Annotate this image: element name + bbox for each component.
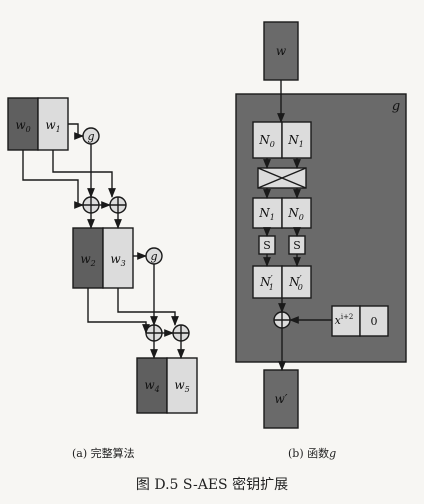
w1-sub: 1 xyxy=(56,125,61,134)
function-g-panel xyxy=(235,21,407,429)
caption-right: (b) 函数g xyxy=(288,445,336,461)
svg-text:N1: N1 xyxy=(287,133,304,149)
w0-sub: 0 xyxy=(26,125,31,134)
svg-text:w2: w2 xyxy=(80,252,95,268)
input-w-label: w xyxy=(276,44,287,58)
n0p-sub: 0 xyxy=(298,283,303,292)
g-label-1: g xyxy=(87,130,94,143)
caption-right-g: g xyxy=(329,447,337,460)
n1-sub: 1 xyxy=(299,140,304,149)
n1-label: N xyxy=(287,133,299,147)
n1p-label: N xyxy=(259,275,271,289)
caption-left: (a) 完整算法 xyxy=(72,447,135,460)
g-label-2: g xyxy=(150,250,157,263)
output-w-label: w′ xyxy=(275,392,288,406)
svg-text:N1: N1 xyxy=(258,206,275,222)
sbox-left-label: S xyxy=(263,239,271,252)
svg-text:N′0: N′0 xyxy=(288,275,303,292)
w3-label: w xyxy=(110,252,121,266)
figure-caption: 图 D.5 S-AES 密钥扩展 xyxy=(135,477,289,493)
w0-to-xor1-line xyxy=(22,150,84,209)
svg-text:N0: N0 xyxy=(258,133,275,149)
n1b-label: N xyxy=(258,206,270,220)
sbox-right-label: S xyxy=(293,239,301,252)
rcon-zero-label: 0 xyxy=(371,315,378,328)
w5-label: w xyxy=(174,378,185,392)
w2-sub: 2 xyxy=(90,259,96,268)
w3-sub: 3 xyxy=(121,259,126,268)
n0-sub: 0 xyxy=(270,140,275,149)
n1p-box xyxy=(252,265,283,299)
caption-right-prefix: (b) 函数 xyxy=(288,447,330,460)
n0b-label: N xyxy=(287,206,299,220)
w2-label: w xyxy=(80,252,91,266)
n1p-sub: 1 xyxy=(269,283,274,292)
n0-label: N xyxy=(258,133,270,147)
g-panel-label: g xyxy=(392,99,400,114)
svg-text:N0: N0 xyxy=(287,206,304,222)
w0-label: w xyxy=(15,118,26,132)
n0b-sub: 0 xyxy=(299,213,304,222)
w1-to-g-line xyxy=(68,123,84,140)
w3-to-xor4-line xyxy=(117,288,179,326)
rcon-zero-box xyxy=(359,305,389,337)
rcon-sup: i+2 xyxy=(341,313,354,321)
svg-text:w0: w0 xyxy=(15,118,30,134)
n1-box xyxy=(281,121,312,159)
n0p-label: N xyxy=(288,275,300,289)
svg-text:w5: w5 xyxy=(174,378,189,394)
full-algorithm-panel xyxy=(7,97,198,414)
w4-label: w xyxy=(144,378,155,392)
svg-text:w3: w3 xyxy=(110,252,125,268)
w2-to-xor3-line xyxy=(87,288,150,334)
input-w-box xyxy=(263,21,299,81)
svg-text:w1: w1 xyxy=(45,118,60,134)
w0-box xyxy=(7,97,39,151)
svg-text:N′1: N′1 xyxy=(259,275,274,292)
n1b-sub: 1 xyxy=(270,213,275,222)
rcon-x-label: x xyxy=(335,314,342,327)
n1p-prime: ′ xyxy=(271,275,273,285)
n0p-prime: ′ xyxy=(300,275,302,285)
w5-box xyxy=(166,357,198,414)
svg-text:xi+2: xi+2 xyxy=(335,313,354,327)
w1-to-xor2-line xyxy=(52,150,116,198)
w5-sub: 5 xyxy=(185,385,190,394)
w4-sub: 4 xyxy=(154,385,160,394)
w1-label: w xyxy=(45,118,56,132)
swap-cross xyxy=(257,167,307,189)
rcon-x-box xyxy=(331,305,361,337)
svg-text:w4: w4 xyxy=(144,378,159,394)
